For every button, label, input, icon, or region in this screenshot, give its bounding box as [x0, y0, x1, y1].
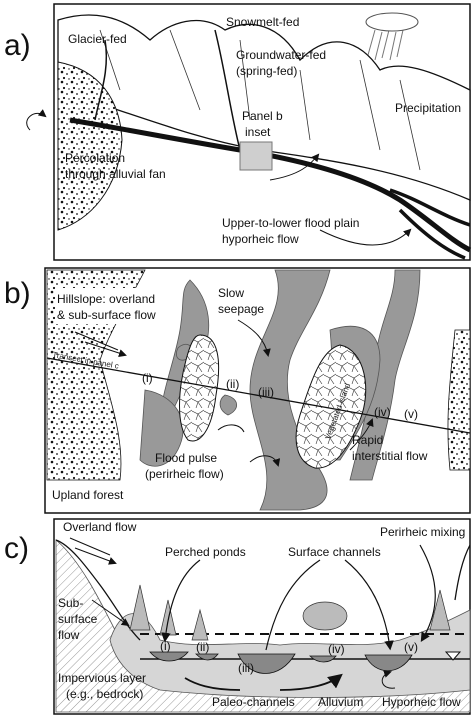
label-percolation-1: Percolation: [65, 151, 125, 165]
label-panel-b-2: inset: [245, 125, 271, 139]
panel-c-letter: c): [4, 532, 29, 565]
panel-c: c): [4, 519, 470, 714]
label-paleo-channels: Paleo-channels: [212, 695, 295, 709]
label-sub-2: surface: [58, 612, 98, 626]
panel-b-inset-box: [240, 142, 272, 170]
label-flood-1: Flood pulse: [155, 451, 217, 465]
label-b-ii: (ii): [226, 377, 239, 391]
label-upper-1: Upper-to-lower flood plain: [222, 216, 359, 230]
label-upper-2: hyporheic flow: [222, 232, 299, 246]
label-rapid-1: Rapid: [352, 433, 383, 447]
label-glacier-fed: Glacier-fed: [68, 32, 127, 46]
label-surface-channels: Surface channels: [288, 545, 381, 559]
label-perirheic-mixing: Perirheic mixing: [380, 525, 465, 539]
label-rapid-2: interstitial flow: [352, 449, 428, 463]
label-upland-forest: Upland forest: [52, 488, 124, 502]
label-slow-1: Slow: [218, 286, 244, 300]
panel-b: b) Hillslope: overland & sub-surface flo…: [4, 268, 470, 513]
label-groundwater-2: (spring-fed): [236, 64, 297, 78]
label-c-iv: (iv): [328, 642, 345, 656]
label-hillslope-1: Hillslope: overland: [57, 292, 155, 306]
panel-a-letter: a): [4, 29, 31, 62]
label-b-iii: (iii): [258, 385, 274, 399]
label-b-i: (i): [142, 371, 153, 385]
label-slow-2: seepage: [218, 302, 264, 316]
label-flood-2: (perirheic flow): [145, 467, 224, 481]
label-percolation-2: through alluvial fan: [65, 167, 166, 181]
label-c-iii: (iii): [238, 661, 254, 675]
label-c-i: (i): [160, 639, 171, 653]
panel-b-letter: b): [4, 277, 31, 310]
label-impervious-1: Impervious layer: [58, 671, 146, 685]
label-hyporheic-flow: Hyporheic flow: [382, 695, 461, 709]
label-groundwater-1: Groundwater-fed: [236, 48, 326, 62]
label-snowmelt-fed: Snowmelt-fed: [226, 15, 299, 29]
label-hillslope-2: & sub-surface flow: [57, 308, 156, 322]
label-sub-1: Sub-: [58, 596, 83, 610]
label-c-ii: (ii): [196, 640, 209, 654]
panel-a: a) Glacier-fed Snowmelt-fed Groundwater-…: [4, 4, 470, 260]
label-precipitation: Precipitation: [395, 101, 461, 115]
label-sub-3: flow: [58, 628, 80, 642]
label-b-iv: (iv): [374, 405, 391, 419]
label-perched-ponds: Perched ponds: [165, 545, 246, 559]
label-impervious-2: (e.g., bedrock): [66, 687, 143, 701]
label-b-v: (v): [404, 407, 418, 421]
percolation-arrow: [27, 113, 45, 130]
label-overland-flow: Overland flow: [63, 520, 137, 534]
cloud-icon: [366, 13, 418, 31]
label-alluvium: Alluvium: [318, 695, 363, 709]
label-panel-b-1: Panel b: [242, 109, 283, 123]
label-c-v: (v): [404, 640, 418, 654]
